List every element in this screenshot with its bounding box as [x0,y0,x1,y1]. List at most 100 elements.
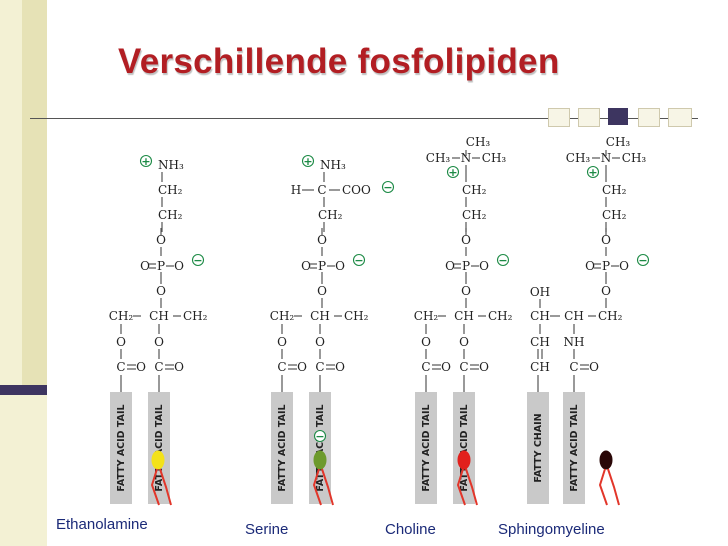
sphingomyeline-ch-alkene-upper: CH [530,335,550,349]
sphingomyeline-phosphate-p: P [602,259,610,273]
choline-fatty-acid-tail-box-left-label: FATTY ACID TAIL [421,404,432,491]
sphingomyeline-methyl-left: CH₃ [566,151,591,165]
lipid-tail-right-serine [321,468,334,506]
choline-n-charge-sign: + [448,166,457,179]
slide-left-band [0,0,47,546]
choline-fatty-acid-tail-box-right-label: FATTY ACID TAIL [459,404,470,491]
choline-phosphate-o-lower: O [461,284,471,298]
ethanolamine-carbonyl-c-left: C [116,360,125,374]
serine-fatty-acid-tail-box-right [309,392,331,504]
serine-alpha-h: H [291,183,301,197]
sphingomyeline-hydroxyl: OH [530,285,550,299]
sphingomyeline-ch2-upper: CH₂ [602,183,627,197]
serine-o-ether: O [317,233,327,247]
ethanolamine-glycerol-ch: CH [149,309,169,323]
ethanolamine-carbonyl-o-right: O [174,360,184,374]
serine-phosphate-charge-sign: − [354,254,363,267]
sphingomyeline-n-charge [586,165,600,179]
sphingomyeline-ch-alkene-lower: CH [530,360,550,374]
sphingomyeline-carbonyl-c: C [569,360,578,374]
sphingomyeline-nh: NH [564,335,585,349]
serine-glycerol-ch: CH [310,309,330,323]
ethanolamine-ester-o-right: O [154,335,164,349]
serine-ester-o-right: O [315,335,325,349]
ethanolamine-phosphate-p: P [157,259,165,273]
choline-phosphate-charge-sign: − [498,254,507,267]
sphingomyeline-phosphate-o-left: O [585,259,595,273]
lipid-head-sphingomyeline [599,450,613,470]
sphingomyeline-n: N [601,151,612,165]
choline-n-charge [446,165,460,179]
choline-phosphate-p: P [462,259,470,273]
ethanolamine-amine-charge-sign: + [141,155,150,168]
choline-phosphate-o-right: O [479,259,489,273]
deco-square-5 [668,108,692,127]
serine-carboxylate: COO [342,183,371,197]
choline-ester-o-right: O [459,335,469,349]
ethanolamine-phosphate-o-lower: O [156,284,166,298]
serine-phosphate-charge [352,253,366,267]
serine-phosphate-o-right: O [335,259,345,273]
serine-alpha-c: C [317,183,326,197]
choline-methyl-left: CH₃ [426,151,451,165]
serine-ch2: CH₂ [318,208,343,222]
ethanolamine-o-ether: O [156,233,166,247]
lipid-head-choline [457,450,471,470]
sphingomyeline-carbonyl-o: O [589,360,599,374]
sphingomyeline-fatty-acid-tail-box-label: FATTY ACID TAIL [569,404,580,491]
left-band-stripe [22,0,47,385]
serine-head-charge-sign: − [315,430,324,443]
caption-choline: Choline [385,521,436,538]
ethanolamine-carbonyl-c-right: C [154,360,163,374]
sphingomyeline-phosphate-charge-sign: − [638,254,647,267]
ethanolamine-glycerol-ch2-right: CH₂ [183,309,208,323]
ethanolamine-carbonyl-o-left: O [136,360,146,374]
choline-ester-o-left: O [421,335,431,349]
choline-ch2-upper: CH₂ [462,183,487,197]
deco-square-2 [578,108,600,127]
choline-carbonyl-c-left: C [421,360,430,374]
choline-phosphate-o-left: O [445,259,455,273]
ethanolamine-phosphate-o-left: O [140,259,150,273]
serine-carbonyl-o-right: O [335,360,345,374]
ethanolamine-ch2-upper: CH₂ [158,183,183,197]
lipid-head-serine [313,450,327,470]
serine-head-charge [313,429,327,443]
ethanolamine-fatty-acid-tail-box-right-label: FATTY ACID TAIL [154,404,165,491]
lipid-head-ethanolamine [151,450,165,470]
ethanolamine-amine-charge [139,154,153,168]
caption-serine: Serine [245,521,289,538]
choline-ch2-lower: CH₂ [462,208,487,222]
serine-carbonyl-c-left: C [277,360,286,374]
choline-methyl-right: CH₃ [482,151,507,165]
serine-carbonyl-o-left: O [297,360,307,374]
title-divider [30,118,698,119]
sphingomyeline-ch-hydroxyl: CH [530,309,550,323]
deco-square-4 [638,108,660,127]
ethanolamine-fatty-acid-tail-box-left [110,392,132,504]
choline-glycerol-ch2-left: CH₂ [414,309,439,323]
serine-phosphate-o-lower: O [317,284,327,298]
sphingomyeline-phosphate-charge [636,253,650,267]
sphingomyeline-fatty-acid-tail-box [563,392,585,504]
lipid-tail-left-sphingomyeline [598,468,608,506]
lipid-tail-right-choline [465,468,478,506]
choline-glycerol-ch2-right: CH₂ [488,309,513,323]
ethanolamine-ester-o-left: O [116,335,126,349]
caption-ethanolamine: Ethanolamine [56,516,148,533]
choline-carbonyl-o-right: O [479,360,489,374]
choline-phosphate-charge [496,253,510,267]
choline-methyl-top: CH₃ [466,135,491,149]
ethanolamine-phosphate-charge [191,253,205,267]
choline-fatty-acid-tail-box-left [415,392,437,504]
sphingomyeline-ch2: CH₂ [598,309,623,323]
serine-phosphate-o-left: O [301,259,311,273]
ethanolamine-glycerol-ch2-left: CH₂ [109,309,134,323]
serine-ester-o-left: O [277,335,287,349]
sphingomyeline-n-charge-sign: + [588,166,597,179]
serine-fatty-acid-tail-box-right-label: FATTY ACID TAIL [315,404,326,491]
sphingomyeline-methyl-right: CH₃ [622,151,647,165]
ethanolamine-fatty-acid-tail-box-right [148,392,170,504]
sphingomyeline-phosphate-o-right: O [619,259,629,273]
